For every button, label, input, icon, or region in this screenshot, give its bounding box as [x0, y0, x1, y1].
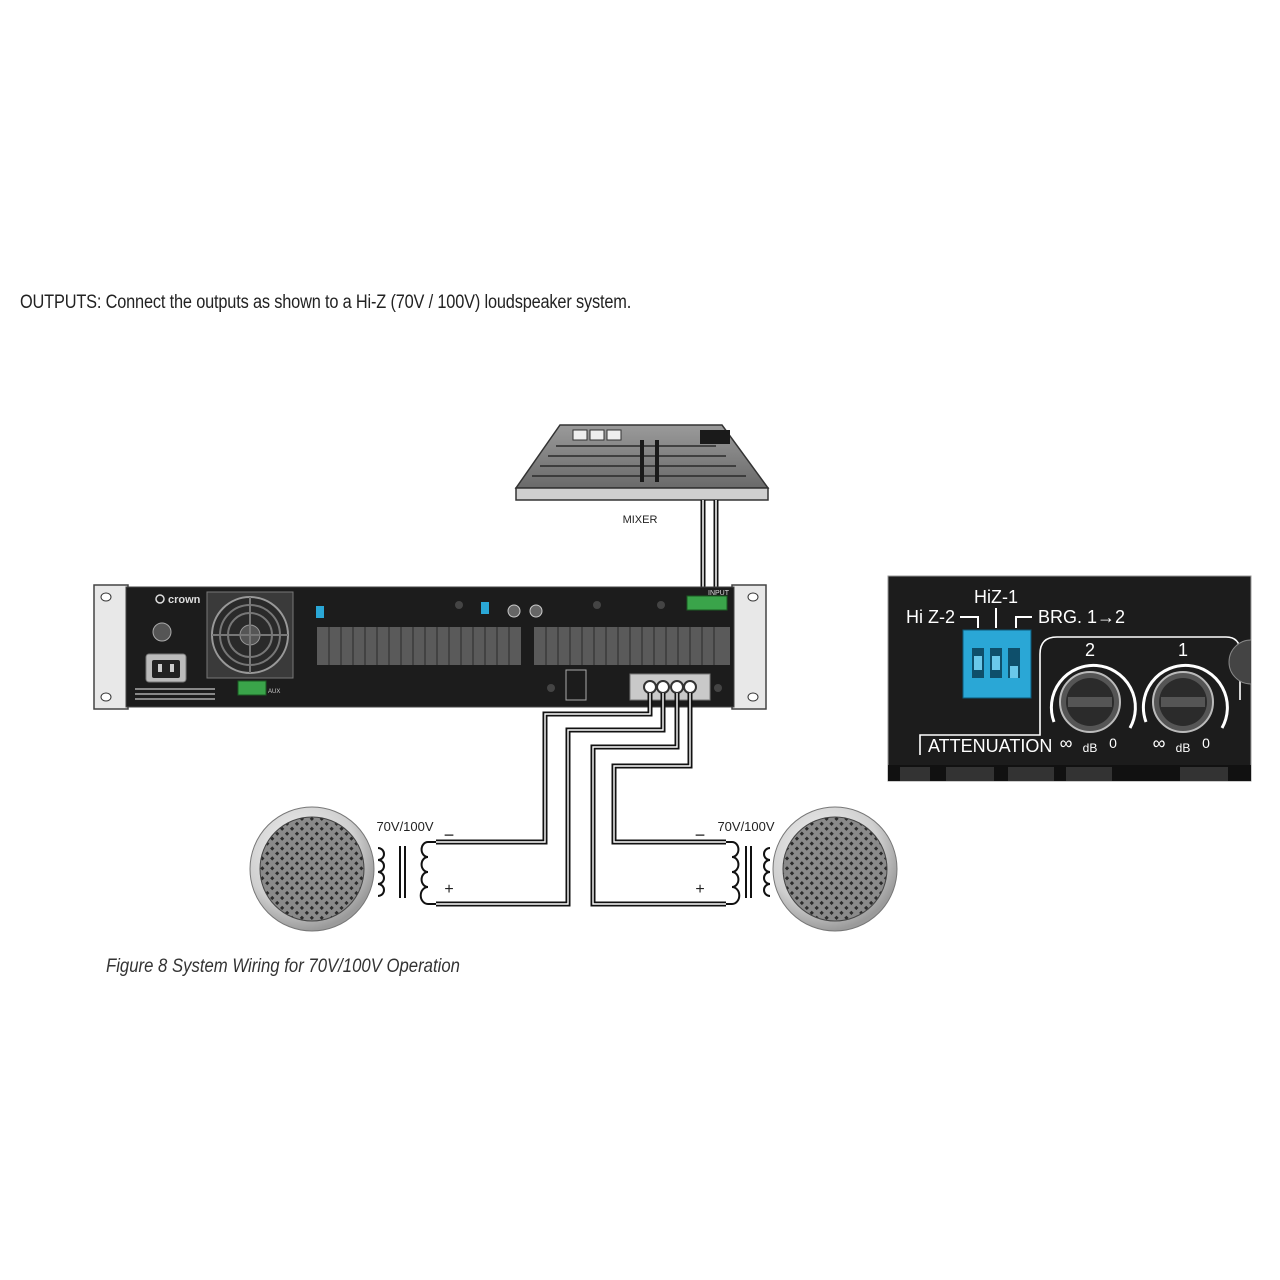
speaker-left: 70V/100V − +	[249, 806, 455, 932]
aux-label: AUX	[268, 689, 280, 695]
amp-brand: crown	[168, 594, 201, 606]
hiz1-label: HiZ-1	[974, 587, 1018, 607]
speaker-right: 70V/100V − +	[695, 806, 898, 932]
left-minus-sign: −	[444, 825, 455, 845]
hiz2-label: Hi Z-2	[906, 607, 955, 627]
knob-1-zero: 0	[1202, 735, 1210, 751]
knob-1-number: 1	[1178, 640, 1188, 660]
knob-1-db: dB	[1176, 741, 1191, 755]
right-transformer-label: 70V/100V	[717, 819, 774, 834]
knob-2-db: dB	[1083, 741, 1098, 755]
speaker-wires	[436, 693, 726, 907]
knob-2-infinity: ∞	[1060, 733, 1073, 753]
attenuation-inset: Hi Z-2 HiZ-1 BRG. 1→2 2 1	[887, 575, 1252, 782]
left-transformer-label: 70V/100V	[376, 819, 433, 834]
mixer-console: MIXER	[514, 424, 770, 526]
mixer-label: MIXER	[623, 514, 658, 526]
knob-1-infinity: ∞	[1153, 733, 1166, 753]
amplifier-rear-panel: crown AUX	[93, 584, 767, 710]
knob-2-zero: 0	[1109, 735, 1117, 751]
input-label: INPUT	[708, 590, 730, 597]
left-plus-sign: +	[444, 881, 453, 898]
attenuation-label: ATTENUATION	[928, 736, 1052, 756]
brg-label: BRG. 1→2	[1038, 607, 1125, 627]
right-minus-sign: −	[695, 825, 706, 845]
knob-2-number: 2	[1085, 640, 1095, 660]
outputs-note: OUTPUTS: Connect the outputs as shown to…	[20, 292, 632, 313]
mixer-cables	[700, 500, 719, 596]
right-plus-sign: +	[695, 881, 704, 898]
figure-caption: Figure 8 System Wiring for 70V/100V Oper…	[106, 956, 460, 977]
